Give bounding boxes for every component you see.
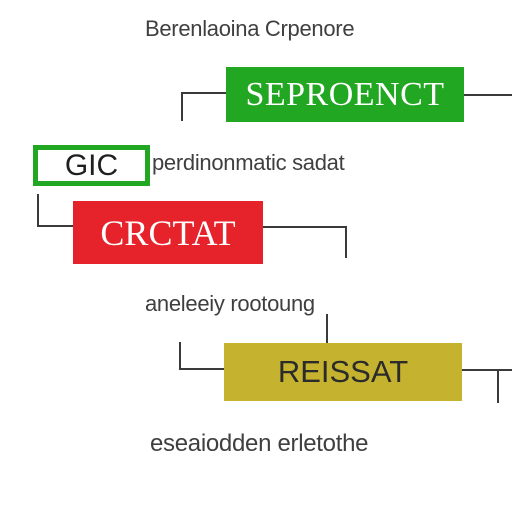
connector-line <box>37 194 39 226</box>
caption-middle: perdinonmatic sadat <box>152 150 345 175</box>
caption-bottom: eseaiodden erletothe <box>150 430 369 457</box>
node-olive: REISSAT <box>224 343 462 401</box>
caption-lower: aneleeiy rootoung <box>145 291 315 316</box>
connector-line <box>182 92 226 94</box>
connector-line <box>37 225 73 227</box>
node-olive-label: REISSAT <box>277 354 409 389</box>
node-top-right-label: SEPROENCT <box>245 75 445 113</box>
node-red-label: CRCTAT <box>100 212 236 253</box>
connector-line <box>345 226 347 258</box>
connector-line <box>326 314 328 343</box>
node-outlined-left-label: GIC <box>64 148 119 182</box>
connector-line <box>181 92 183 121</box>
node-top-right: SEPROENCT <box>226 67 464 122</box>
connector-line <box>497 369 499 403</box>
node-outlined-left: GIC <box>33 145 150 186</box>
connector-line <box>464 94 512 96</box>
connector-line <box>462 369 512 371</box>
connector-line <box>179 368 224 370</box>
connector-line <box>263 226 347 228</box>
diagram-title: Berenlaoina Crpenore <box>145 16 355 41</box>
node-red: CRCTAT <box>73 201 263 264</box>
connector-line <box>179 342 181 370</box>
